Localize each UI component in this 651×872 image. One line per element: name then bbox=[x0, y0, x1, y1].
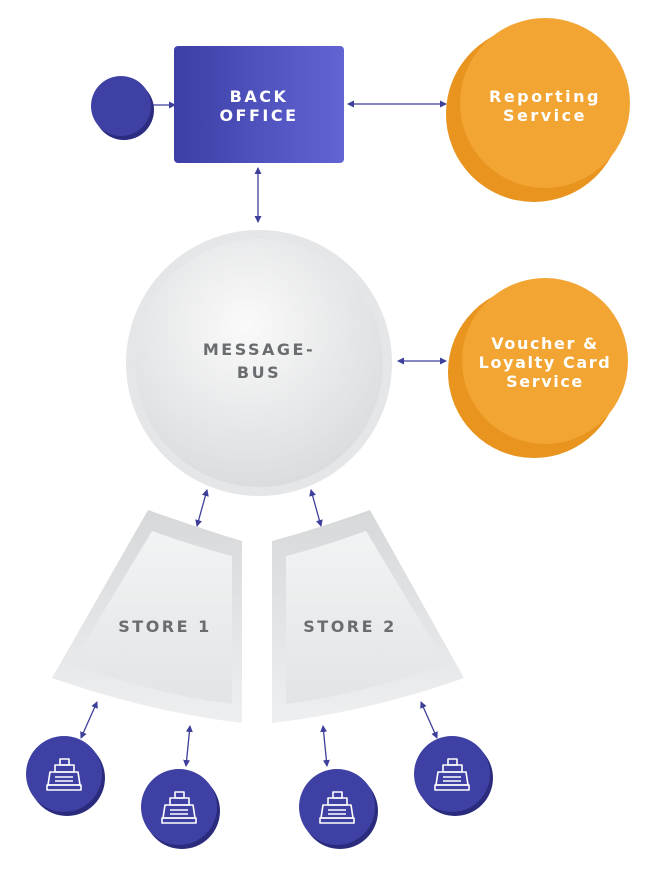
cash-register-icon bbox=[319, 791, 355, 824]
connector-store2-register3 bbox=[320, 725, 330, 767]
reporting-service-label-line1: Reporting bbox=[489, 87, 601, 106]
back-office-node bbox=[174, 46, 344, 163]
connectors bbox=[80, 100, 447, 767]
avatar bbox=[91, 76, 154, 140]
reporting-service-label-line2: Service bbox=[502, 106, 587, 125]
connector-store2-register4 bbox=[420, 701, 438, 739]
voucher-service-label-line1: Voucher & bbox=[491, 334, 599, 353]
cash-register-2 bbox=[141, 769, 220, 849]
cash-register-3 bbox=[299, 769, 378, 849]
cash-register-icon bbox=[46, 758, 82, 791]
reporting-service-label: Reporting Service bbox=[465, 87, 625, 125]
cash-register-icon bbox=[434, 758, 470, 791]
cash-register-1 bbox=[26, 736, 105, 816]
connector-bus-store1 bbox=[195, 489, 209, 527]
store-1-label: STORE 1 bbox=[118, 617, 212, 636]
back-office-label: BACK OFFICE bbox=[174, 87, 344, 125]
store-1-node bbox=[52, 510, 242, 723]
message-bus-node bbox=[126, 230, 392, 496]
connector-bus-store2 bbox=[309, 489, 323, 527]
reporting-service-node bbox=[446, 18, 630, 202]
cash-register-icon bbox=[161, 791, 197, 824]
connector-store1-register2 bbox=[183, 725, 193, 767]
voucher-service-node bbox=[448, 278, 628, 458]
message-bus-label-line1: MESSAGE- bbox=[202, 340, 316, 359]
message-bus-label-line2: BUS bbox=[236, 363, 282, 382]
voucher-service-label-line3: Service bbox=[506, 372, 584, 391]
store-2-node bbox=[272, 510, 464, 723]
store-2-label: STORE 2 bbox=[303, 617, 397, 636]
cash-register-4 bbox=[414, 736, 493, 816]
back-office-label-line2: OFFICE bbox=[219, 106, 299, 125]
back-office-label-line1: BACK bbox=[229, 87, 289, 106]
connector-store1-register1 bbox=[80, 701, 98, 739]
voucher-service-label-line2: Loyalty Card bbox=[478, 353, 612, 372]
voucher-service-label: Voucher & Loyalty Card Service bbox=[462, 334, 628, 391]
message-bus-label: MESSAGE- BUS bbox=[179, 340, 339, 382]
